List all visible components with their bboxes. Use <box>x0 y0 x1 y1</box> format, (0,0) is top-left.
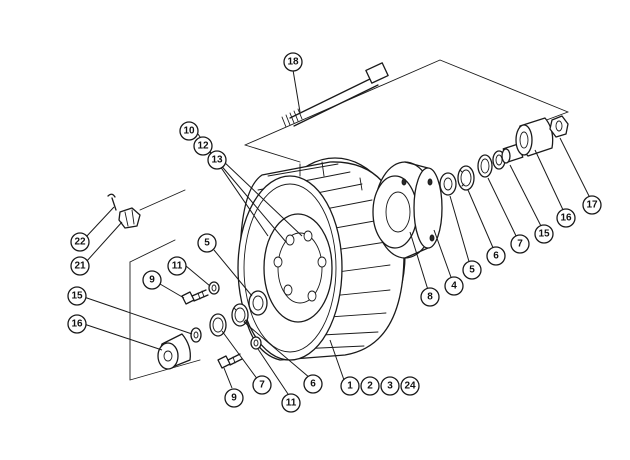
callout-13-label: 13 <box>211 155 223 166</box>
guide-planes <box>129 59 569 381</box>
callout-16-left: 16 <box>67 314 87 334</box>
callout-8: 8 <box>420 287 440 307</box>
callout-5-left: 5 <box>197 233 217 253</box>
left-spacer <box>190 327 202 343</box>
hub-flange <box>372 161 443 259</box>
left-bearing-cup <box>248 290 268 316</box>
right-seal <box>477 154 493 178</box>
callout-11-upper-label: 11 <box>172 261 183 272</box>
right-hub-cap <box>515 117 554 157</box>
callout-16-left-label: 16 <box>71 319 83 330</box>
callout-8-label: 8 <box>427 292 433 303</box>
callout-12-label: 12 <box>197 141 209 152</box>
callout-5-right-label: 5 <box>469 265 475 276</box>
callout-15-right-label: 15 <box>538 229 550 240</box>
callout-18: 18 <box>283 52 303 72</box>
callout-22: 22 <box>70 232 90 252</box>
right-bearing-cone <box>457 165 475 191</box>
left-bearing-cone <box>231 303 249 327</box>
callout-9-upper-label: 9 <box>149 275 155 286</box>
upper-bolt <box>181 289 209 305</box>
left-hub-cap <box>157 333 191 370</box>
callout-11-lower-label: 11 <box>286 398 297 409</box>
callout-7-right-label: 7 <box>517 239 523 250</box>
callout-17-label: 17 <box>586 200 598 211</box>
callout-16-right-label: 16 <box>560 213 572 224</box>
grease-fitting <box>107 193 141 229</box>
callout-6-right-label: 6 <box>493 251 499 262</box>
callout-13: 13 <box>207 150 227 170</box>
callout-7-right: 7 <box>510 234 530 254</box>
callout-4-label: 4 <box>451 281 457 292</box>
axle-bolt <box>281 62 389 128</box>
left-seal <box>209 313 227 337</box>
callout-24: 24 <box>400 376 420 396</box>
callout-7-left: 7 <box>252 375 272 395</box>
callout-9-lower: 9 <box>224 388 244 408</box>
callout-17: 17 <box>582 195 602 215</box>
callout-7-left-label: 7 <box>259 380 265 391</box>
callout-16-right: 16 <box>556 208 576 228</box>
callout-4: 4 <box>444 276 464 296</box>
callout-15-left-label: 15 <box>71 291 83 302</box>
callout-6-right: 6 <box>486 246 506 266</box>
callout-5-right: 5 <box>462 260 482 280</box>
right-nut <box>549 115 569 138</box>
right-bearing-cup <box>439 172 457 196</box>
callout-10-label: 10 <box>183 126 195 137</box>
callout-1-label: 1 <box>347 381 353 392</box>
callout-21-label: 21 <box>74 261 86 272</box>
callout-15-left: 15 <box>67 286 87 306</box>
callout-12: 12 <box>193 136 213 156</box>
callout-9-upper: 9 <box>142 270 162 290</box>
lower-bolt <box>217 353 243 369</box>
callout-22-label: 22 <box>74 237 86 248</box>
callout-24-label: 24 <box>404 381 416 392</box>
callout-21: 21 <box>70 256 90 276</box>
callout-11-lower: 11 <box>281 393 301 413</box>
callout-9-lower-label: 9 <box>231 393 237 404</box>
callout-6-left: 6 <box>303 374 323 394</box>
callout-18-label: 18 <box>287 57 299 68</box>
upper-lock-washer <box>208 281 220 295</box>
callout-15-right: 15 <box>534 224 554 244</box>
lower-lock-washer <box>250 336 262 350</box>
tire-assembly <box>237 157 406 361</box>
callout-5-left-label: 5 <box>204 238 210 249</box>
callout-3-label: 3 <box>387 381 393 392</box>
callout-3: 3 <box>380 376 400 396</box>
callout-2: 2 <box>360 376 380 396</box>
callout-10: 10 <box>179 121 199 141</box>
callout-11-upper: 11 <box>167 256 187 276</box>
callout-2-label: 2 <box>367 381 373 392</box>
callout-1: 1 <box>340 376 360 396</box>
callout-6-left-label: 6 <box>310 379 316 390</box>
